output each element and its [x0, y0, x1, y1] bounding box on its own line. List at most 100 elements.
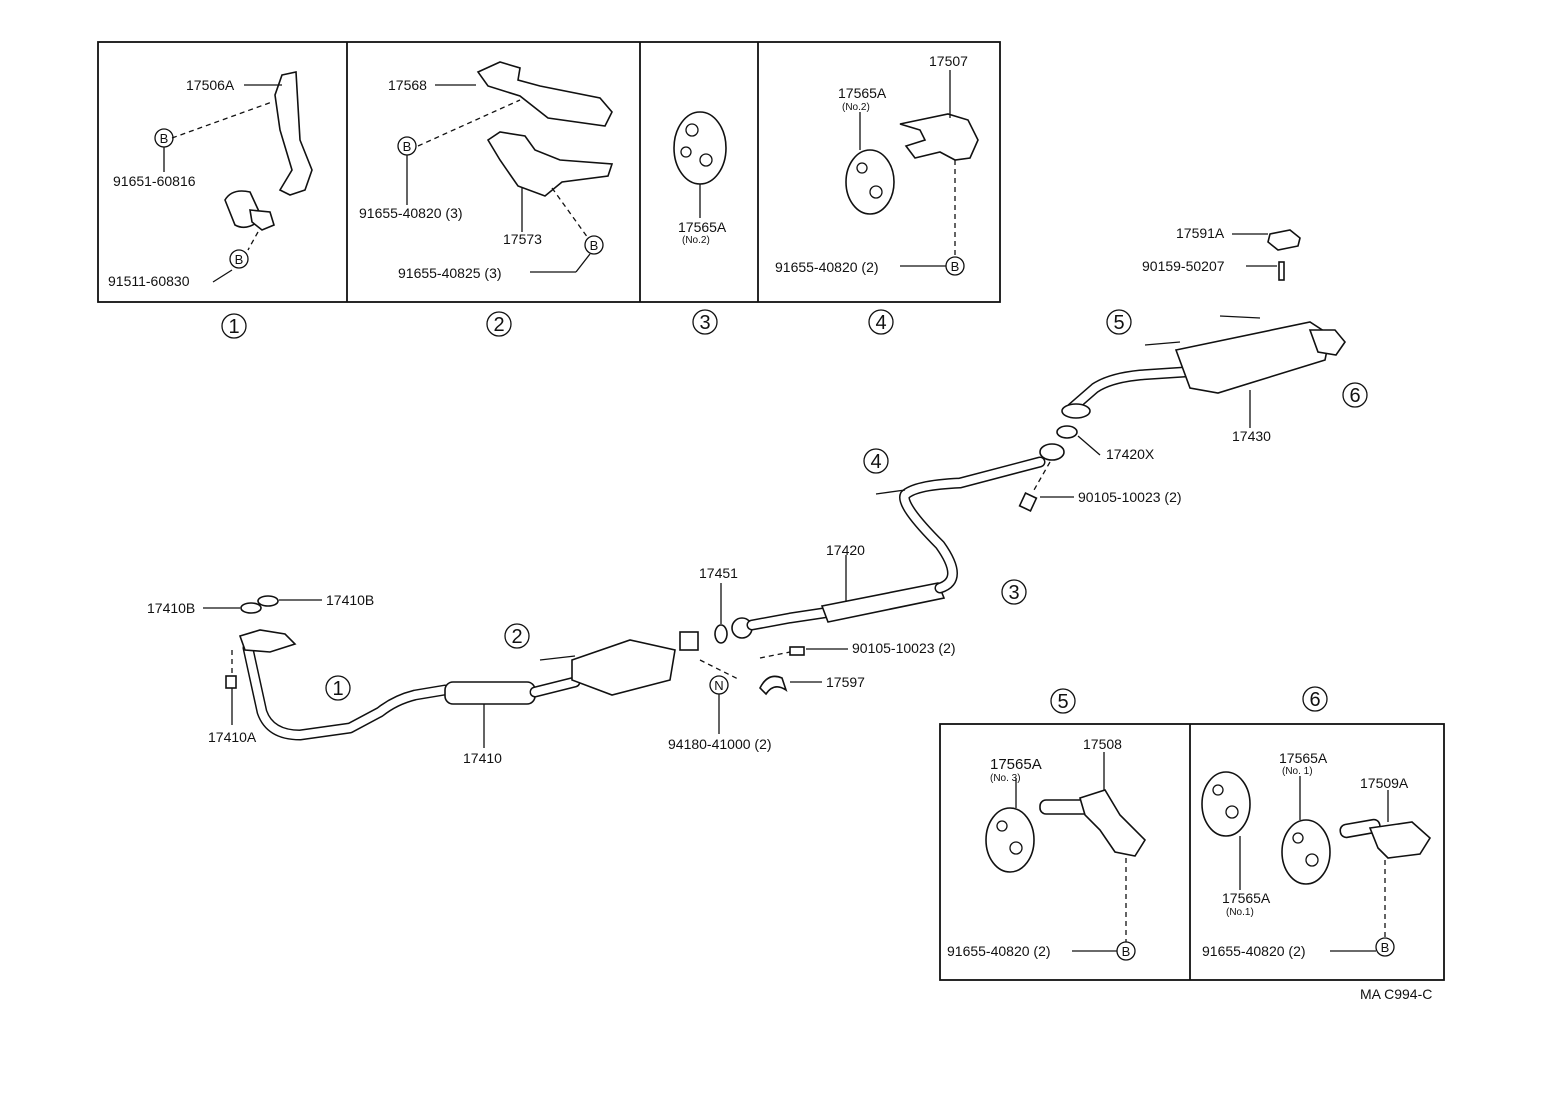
flange-cat-out-shape — [679, 631, 699, 651]
muffler-17430-shape — [1174, 321, 1331, 394]
label-17509a: 17509A — [1360, 775, 1409, 791]
callout-5-text: 5 — [1113, 312, 1124, 334]
hanger-rubber-s5-shape — [985, 807, 1035, 873]
hanger-rubber-shape — [673, 111, 727, 185]
leader-bolt-bottom — [212, 269, 233, 283]
circle-num-2-text: 2 — [493, 314, 504, 336]
bolt-symbol-b — [584, 235, 604, 255]
center-pipe-rear-flange-shape — [1039, 443, 1065, 461]
label-17451: 17451 — [699, 565, 738, 581]
label-91655-40825-3: 91655-40825 (3) — [398, 265, 502, 281]
top-panel-frame — [97, 41, 1001, 303]
bolt-symbol-top-text: B — [160, 131, 169, 146]
detail-section-3: 17565A (No.2) — [673, 111, 727, 246]
bracket-17508-shape — [1079, 789, 1147, 857]
diagram-code: MA C994-C — [1360, 986, 1432, 1002]
label-91651-60816: 91651-60816 — [113, 173, 196, 189]
label-17420x: 17420X — [1106, 446, 1155, 462]
note-17565a-s4: (No.2) — [842, 102, 870, 113]
note-17565a-s6-bottom: (No.1) — [1226, 907, 1254, 918]
spring-17597-shape — [759, 675, 788, 696]
label-17597: 17597 — [826, 674, 865, 690]
label-17565a-s3: 17565A — [678, 219, 727, 235]
exhaust-assembly — [203, 229, 1347, 748]
label-17410b-right: 17410B — [326, 592, 374, 608]
bracket-17509a-pin-shape — [1339, 818, 1381, 839]
bolt-symbol-s6 — [1375, 937, 1395, 957]
detail-section-6: 17565A (No. 1) 17509A 17565A (No.1) B 91… — [1201, 750, 1432, 959]
clip-90159-shape — [1278, 261, 1285, 281]
circle-num-1 — [221, 313, 247, 339]
label-17420: 17420 — [826, 542, 865, 558]
top-section-numbers: 1 2 3 4 — [221, 309, 894, 339]
bolt-symbol-bottom-text: B — [235, 252, 244, 267]
bracket-17509a-shape — [1368, 821, 1432, 859]
callout-3-text: 3 — [1008, 582, 1019, 604]
hanger-rubber-s6b-shape — [1281, 819, 1331, 885]
note-17565a-s5: (No. 3) — [990, 773, 1021, 784]
gasket-ring-17451-shape — [714, 624, 728, 644]
hanger-rubber-s4-shape — [845, 149, 895, 215]
circle-num-3 — [692, 309, 718, 335]
hanger-s4-hole-b — [869, 185, 883, 199]
hanger-hole-right — [699, 153, 713, 167]
callout-6-text: 6 — [1349, 385, 1360, 407]
label-17410b-left: 17410B — [147, 600, 195, 616]
front-resonator-shape — [444, 681, 536, 705]
gasket-17410b-right-shape — [257, 595, 279, 607]
circle-num-2 — [486, 311, 512, 337]
bolt-symbol-bottom — [229, 249, 249, 269]
muffler-tip-shape — [1308, 329, 1347, 356]
circle-num-4-text: 4 — [875, 312, 886, 334]
top-detail-panel — [97, 41, 1001, 303]
callout-5 — [1106, 309, 1132, 335]
detail-section-2: 17568 B 91655-40820 (3) 17573 B 91655-40… — [359, 61, 614, 281]
label-17410: 17410 — [463, 750, 502, 766]
dash-bolt-b — [551, 187, 589, 239]
catalytic-converter-shape — [571, 639, 676, 696]
label-90105-10023-center: 90105-10023 (2) — [852, 640, 956, 656]
label-17573: 17573 — [503, 231, 542, 247]
circle-num-4 — [868, 309, 894, 335]
center-resonator-shape — [820, 582, 946, 623]
label-91655-40820-2-s4: 91655-40820 (2) — [775, 259, 879, 275]
label-90105-10023-rear: 90105-10023 (2) — [1078, 489, 1182, 505]
bottom-section-numbers: 5 6 — [1050, 686, 1328, 714]
label-17565a-s6-top: 17565A — [1279, 750, 1328, 766]
circle-num-5 — [1050, 688, 1076, 714]
callout-1-text: 1 — [332, 678, 343, 700]
circle-num-3-text: 3 — [699, 312, 710, 334]
detail-section-5: 17565A (No. 3) 17508 B 91655-40820 (2) — [947, 736, 1147, 961]
label-17565a-s6-bottom: 17565A — [1222, 890, 1271, 906]
detail-section-4: 17565A (No.2) 17507 B 91655-40820 (2) — [775, 53, 979, 276]
label-17508: 17508 — [1083, 736, 1122, 752]
dash-bolt-a — [417, 99, 521, 147]
bolt-rear-shape — [1018, 492, 1038, 512]
label-90159-50207: 90159-50207 — [1142, 258, 1225, 274]
hanger-s4-hole-a — [856, 162, 868, 174]
assembly-callouts: 1 2 3 4 5 6 — [325, 309, 1368, 701]
bolt-symbol-a-text: B — [403, 139, 412, 154]
bolt-symbol-s5-text: B — [1122, 944, 1131, 959]
label-17506a: 17506A — [186, 77, 235, 93]
bolt-symbol-s4-text: B — [951, 259, 960, 274]
label-94180-41000: 94180-41000 (2) — [668, 736, 772, 752]
callout-2-text: 2 — [511, 626, 522, 648]
circle-num-1-text: 1 — [228, 316, 239, 338]
label-91655-40820-2-s6: 91655-40820 (2) — [1202, 943, 1306, 959]
label-91511-60830: 91511-60830 — [108, 273, 190, 289]
label-17410a: 17410A — [208, 729, 257, 745]
hanger-hole-top — [685, 123, 699, 137]
label-17565a-s4: 17565A — [838, 85, 887, 101]
leader-bolt-b-d — [575, 253, 591, 273]
label-17565a-s5: 17565A — [990, 756, 1042, 773]
label-91655-40820-2-s5: 91655-40820 (2) — [947, 943, 1051, 959]
bolt-symbol-s6-text: B — [1381, 940, 1390, 955]
dash-bolt-bottom — [247, 231, 259, 251]
bottom-panel-frame — [939, 723, 1445, 981]
bracket-17507-shape — [899, 113, 979, 161]
circle-num-6-text: 6 — [1309, 689, 1320, 711]
bottom-detail-panel — [939, 723, 1445, 981]
dash-bolt-top — [171, 101, 273, 139]
bracket-17568-shape — [476, 61, 613, 127]
